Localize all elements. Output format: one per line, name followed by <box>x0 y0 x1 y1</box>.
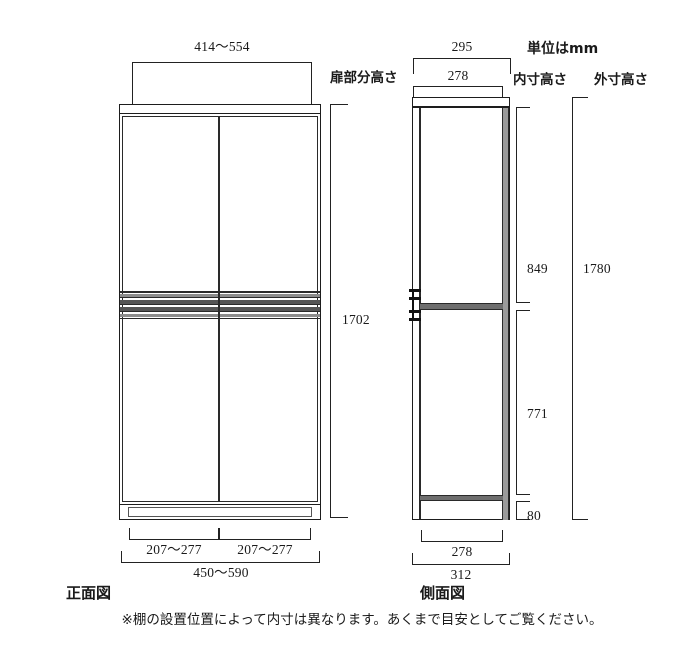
side-inner-depth-bottom-dimension <box>421 530 503 542</box>
side-outer-height-value: 1780 <box>583 261 611 276</box>
side-lower-inner-height-dimension <box>516 310 530 495</box>
inner-height-label: 内寸高さ <box>513 72 567 88</box>
side-hinge-bracket-mid-upper <box>409 297 421 300</box>
side-base-height-value: 80 <box>527 508 541 523</box>
side-door-edge-outline <box>502 108 509 520</box>
front-door-left-width-value: 207〜277 <box>146 542 202 557</box>
side-upper-inner-height-value: 849 <box>527 261 548 276</box>
side-outer-depth-bottom-dimension <box>412 553 510 565</box>
side-inner-depth-top-dimension <box>413 86 503 104</box>
front-total-width-dimension <box>121 551 320 563</box>
side-base-shelf <box>420 495 503 501</box>
side-back-panel <box>419 108 421 519</box>
front-middle-shelf-band <box>120 291 320 320</box>
front-base-inner <box>128 507 312 517</box>
front-top-width-value: 414〜554 <box>194 39 250 54</box>
front-total-width-value: 450〜590 <box>193 565 249 580</box>
side-hinge-bracket-upper <box>409 289 421 292</box>
front-top-width-dimension <box>132 62 312 104</box>
door-height-label: 扉部分高さ <box>330 70 398 86</box>
side-hinge-bracket-lower <box>409 318 421 321</box>
side-hinge-bracket-mid-lower <box>409 310 421 313</box>
side-middle-shelf <box>420 303 503 310</box>
side-outer-depth-top-dimension <box>413 58 511 74</box>
front-door-height-dimension <box>330 104 348 518</box>
side-hinge-stem <box>412 289 415 321</box>
side-outer-depth-bottom-value: 312 <box>450 567 472 582</box>
side-view-label: 側面図 <box>420 584 466 602</box>
front-door-height-value: 1702 <box>342 312 370 327</box>
side-cabinet-body <box>412 107 510 520</box>
front-door-right-width-dimension <box>219 528 311 540</box>
unit-note: 単位はmm <box>527 41 599 57</box>
front-door-left-width-dimension <box>129 528 219 540</box>
side-top-cap <box>412 97 510 107</box>
side-lower-inner-height-value: 771 <box>527 406 548 421</box>
side-inner-depth-bottom-value: 278 <box>451 544 473 559</box>
front-view-label: 正面図 <box>66 584 112 602</box>
outer-height-label: 外寸高さ <box>594 72 648 88</box>
side-inner-depth-top-value: 278 <box>447 68 469 83</box>
side-upper-inner-height-dimension <box>516 107 530 303</box>
front-door-right-width-value: 207〜277 <box>237 542 293 557</box>
side-base-height-dimension <box>516 501 530 520</box>
front-top-cap <box>119 104 321 114</box>
side-outer-depth-top-value: 295 <box>451 39 473 54</box>
drawing-footnote: ※棚の設置位置によって内寸は異なります。あくまで目安としてご覧ください。 <box>121 612 603 628</box>
front-center-seam <box>218 116 220 502</box>
side-door-edge <box>503 108 508 520</box>
side-outer-height-dimension <box>572 97 588 520</box>
